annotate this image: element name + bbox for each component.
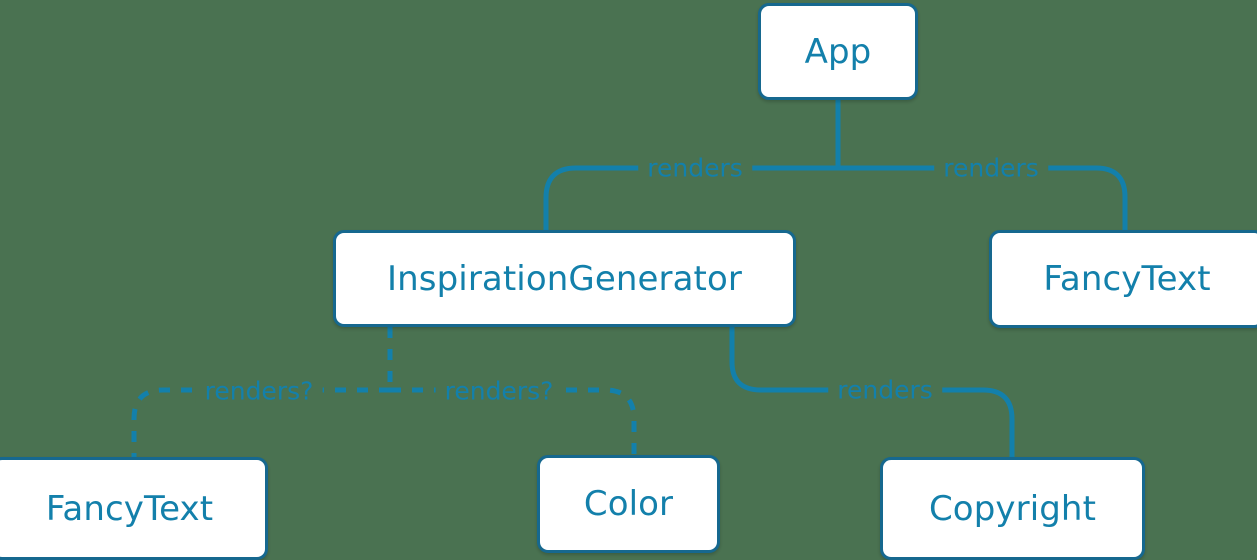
edge-label-app-to-inspiration: renders <box>638 155 752 181</box>
node-inspiration-generator-label: InspirationGenerator <box>387 258 742 299</box>
node-fancytext-bottom-label: FancyText <box>45 488 214 529</box>
node-color[interactable]: Color <box>537 455 720 553</box>
node-app[interactable]: App <box>758 3 918 100</box>
edge-label-inspiration-to-color: renders? <box>435 378 563 404</box>
node-fancytext-top-label: FancyText <box>1043 259 1211 299</box>
node-color-label: Color <box>583 484 674 524</box>
node-fancytext-bottom[interactable]: FancyText <box>0 457 268 560</box>
node-inspiration-generator[interactable]: InspirationGenerator <box>333 230 796 327</box>
node-app-label: App <box>804 31 872 72</box>
connector-inspiration-to-fancytext-dashed <box>131 387 390 458</box>
node-copyright[interactable]: Copyright <box>880 457 1145 560</box>
connector-app-to-inspiration <box>543 165 838 230</box>
edge-label-app-to-fancytext: renders <box>934 155 1048 181</box>
connector-app-to-fancytext <box>838 165 1128 230</box>
node-copyright-label: Copyright <box>928 488 1097 529</box>
edge-label-inspiration-to-copyright: renders <box>828 377 942 403</box>
edge-label-inspiration-to-fancytext: renders? <box>195 378 323 404</box>
node-fancytext-top[interactable]: FancyText <box>989 230 1257 328</box>
